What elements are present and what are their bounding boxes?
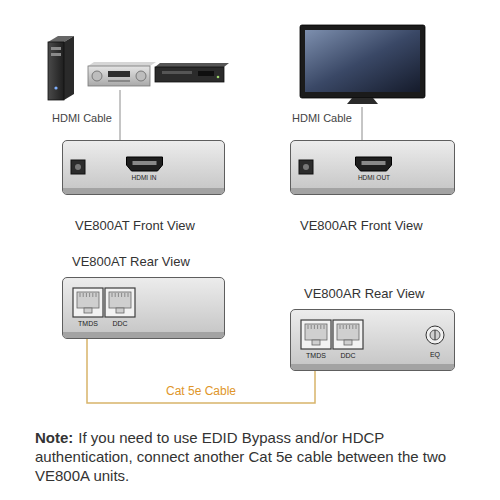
port-label: TMDS [73,320,103,328]
view-caption: VE800AT Front View [75,219,195,234]
hdmi-port [127,157,163,171]
television [300,25,425,104]
rj45-port [105,288,135,317]
av-receiver [88,62,156,86]
rj45-port [333,320,363,349]
panel-art [291,310,455,371]
note-block: Note:If you need to use EDID Bypass and/… [35,428,470,486]
port-label: TMDS [301,352,331,360]
dc-jack [71,160,85,174]
dc-jack [299,160,313,174]
note-heading: Note: [35,429,73,446]
rj45-port [301,320,331,349]
panel-base [291,188,455,195]
hdmi-port [356,157,392,171]
panel-base [63,332,225,339]
cable-label: HDMI Cable [292,112,352,125]
port-label: HDMI OUT [353,174,395,181]
cable-label: HDMI Cable [52,112,112,125]
panel-base [291,364,455,371]
hdmi-pins [362,161,386,165]
panel-base [63,188,225,195]
cable-label: Cat 5e Cable [164,385,238,399]
pc-tower [48,36,74,100]
rj45-port [73,288,103,317]
device-panel: TMDSDDC EQ [290,309,455,371]
panel-art [291,141,455,195]
eq-knob [426,326,444,344]
hdmi-cable-line [120,90,121,140]
dvd-player [155,63,229,82]
view-heading: VE800AT Rear View [72,255,190,270]
view-heading: VE800AR Rear View [304,287,424,302]
hdmi-cable-line [362,107,363,140]
port-label: DDC [105,320,135,328]
port-label: HDMI IN [124,174,164,181]
note-text: If you need to use EDID Bypass and/or HD… [35,429,446,484]
device-panel: HDMI IN [62,140,225,195]
knob-label: EQ [425,351,445,359]
panel-art [63,278,225,339]
port-label: DDC [333,352,363,360]
device-panel: TMDSDDC [62,277,225,339]
device-panel: HDMI OUT [290,140,455,195]
cat5e-cable [87,339,315,403]
hdmi-pins [133,161,157,165]
view-caption: VE800AR Front View [300,219,423,234]
panel-art [63,141,225,195]
